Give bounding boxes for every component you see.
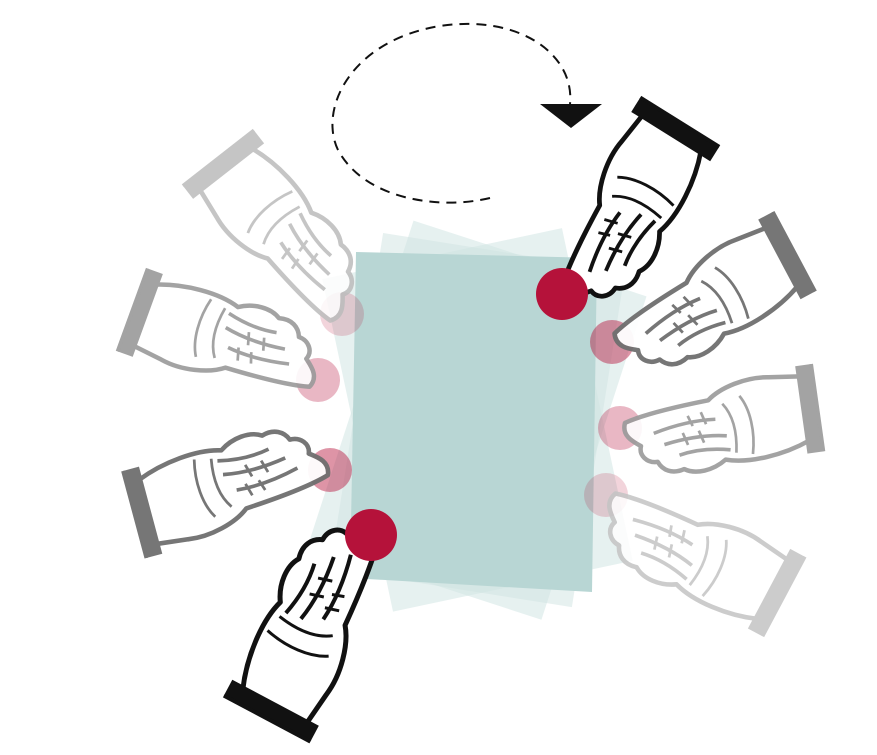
hand-left-lower-ghost xyxy=(122,417,338,558)
touch-dot-bottom-left xyxy=(345,509,397,561)
arrowhead-icon xyxy=(540,104,602,128)
rotation-arrow-icon xyxy=(332,24,602,203)
touch-dot-top-right xyxy=(536,268,588,320)
hand-right-middle-ghost xyxy=(619,364,824,481)
